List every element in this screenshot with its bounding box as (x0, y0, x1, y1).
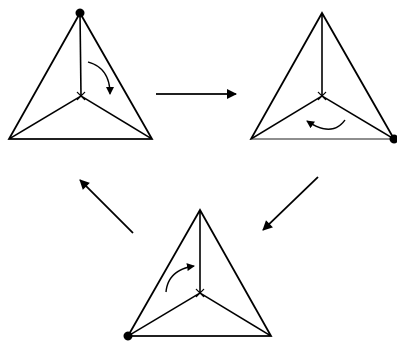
rotation-clockwise-arrow (165, 263, 195, 293)
spoke-line-2 (199, 292, 272, 337)
pivot-mark-b (317, 91, 327, 101)
marked-vertex-dot-bottom-left (123, 331, 133, 341)
rotation-counterclockwise-arrow (306, 119, 346, 130)
spoke-line-1 (127, 292, 201, 337)
pivot-mark-b (76, 91, 86, 101)
marked-vertex-dot-top (75, 8, 85, 18)
arrow-top-right-to-bottom (262, 176, 319, 231)
spoke-line-2 (321, 95, 395, 140)
triangle-bottom (123, 208, 273, 341)
arrow-bottom-to-top-left (79, 179, 134, 234)
triangle-top-left (7, 8, 154, 140)
marked-vertex-dot-bottom-right (389, 134, 397, 144)
spoke-line-0 (79, 12, 82, 97)
triangle-top-right (249, 11, 397, 144)
rotation-clockwise-arrow (87, 61, 114, 95)
spoke-line-1 (8, 95, 82, 140)
spoke-line-1 (250, 95, 323, 140)
pivot-mark-b (195, 288, 205, 298)
spoke-line-2 (80, 95, 153, 140)
